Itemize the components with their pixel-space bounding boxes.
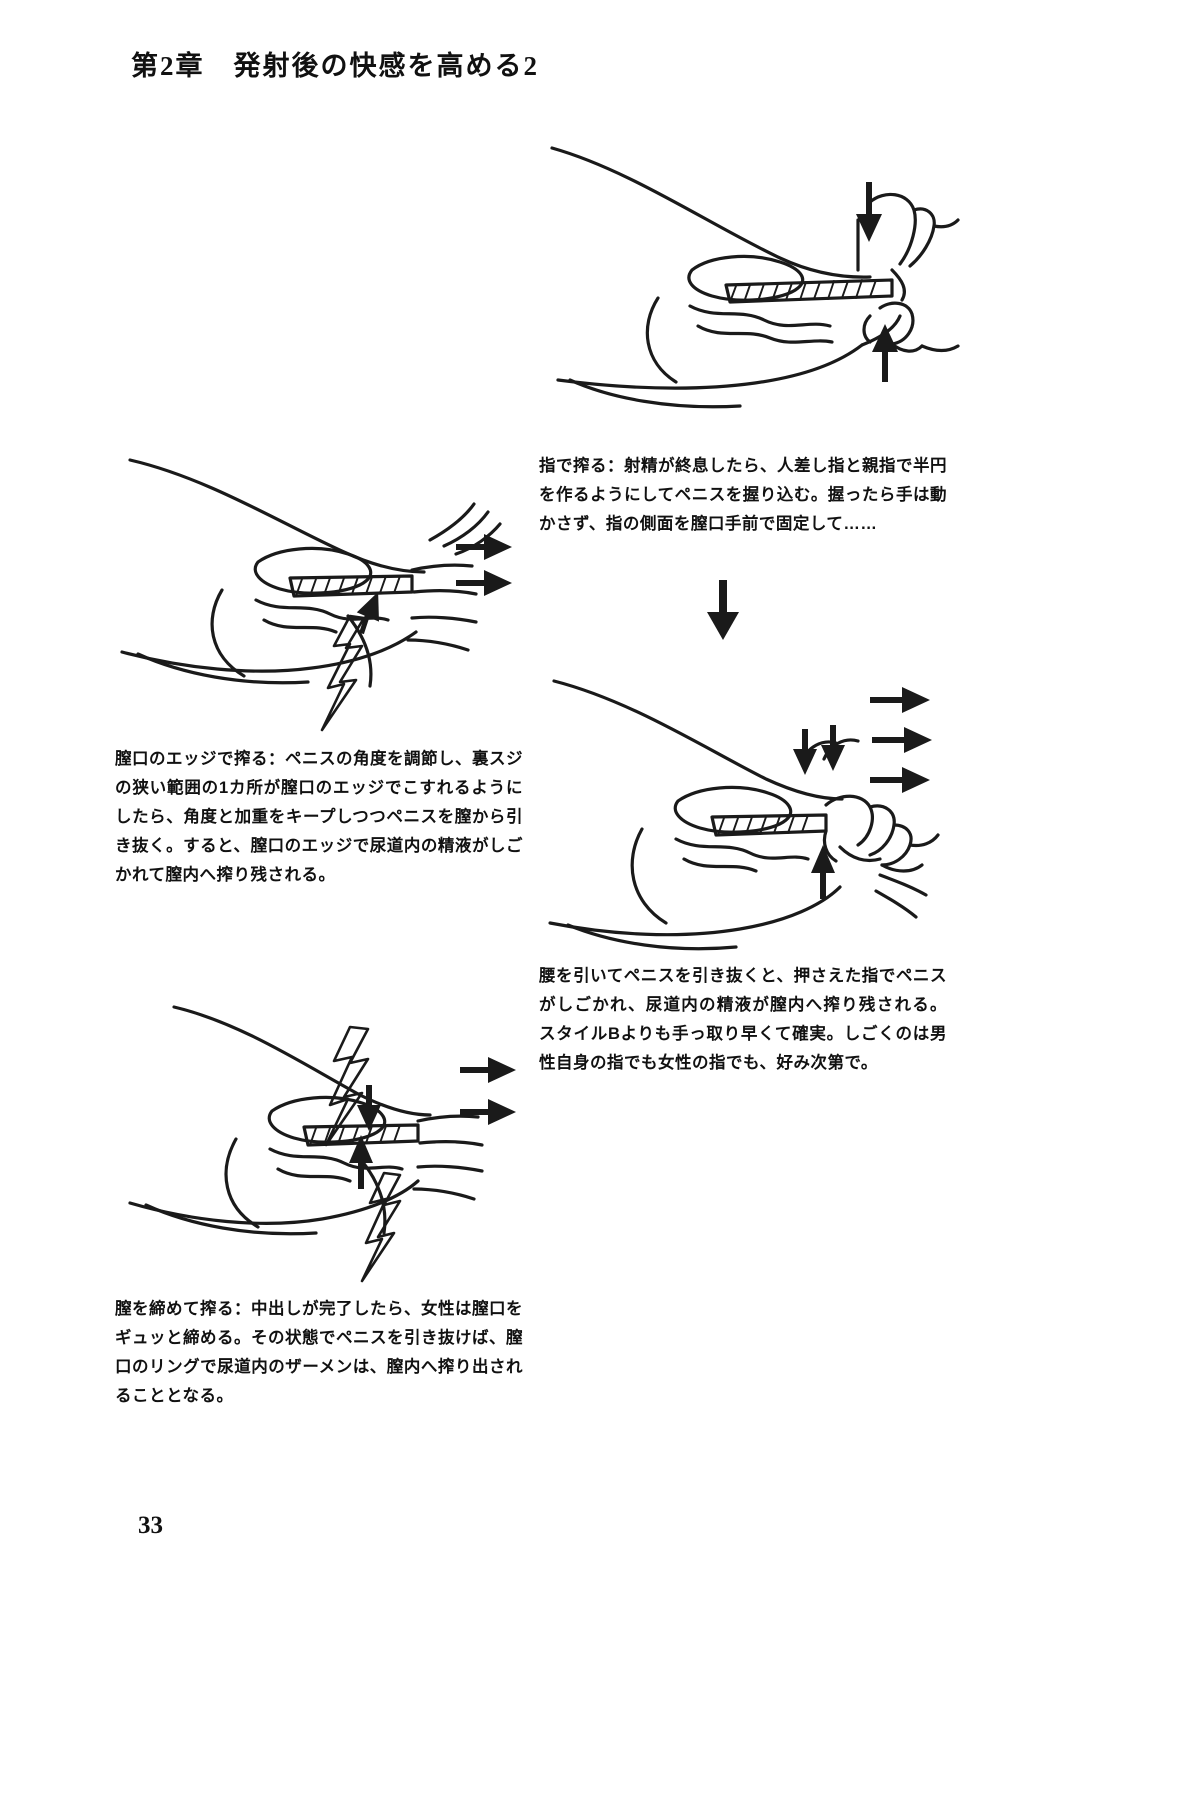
motion-arrow-right-lower	[456, 570, 512, 596]
line-drawing-bottom-left	[128, 1005, 516, 1283]
press-arrow-down-2	[821, 725, 845, 771]
line-drawing-middle-right	[548, 679, 940, 951]
caption-vaginal-edge-squeeze: 膣口のエッジで搾る：ペニスの角度を調節し、裏スジの狭い範囲の1カ所が膣口のエッジ…	[115, 750, 523, 884]
page-number: 33	[138, 1512, 163, 1539]
motion-arrow-right-lower-2	[460, 1099, 516, 1125]
figure-withdraw-with-finger-press	[540, 665, 960, 965]
line-drawing-middle-left	[120, 458, 512, 732]
chapter-header: 第2章 発射後の快感を高める2	[131, 51, 539, 81]
motion-arrow-right-upper	[456, 534, 512, 560]
motion-arrow-right-3	[870, 767, 930, 793]
squeeze-arrow-up	[349, 1135, 373, 1189]
press-arrow-up-small	[356, 591, 379, 635]
caption-finger-squeeze: 指で搾る：射精が終息したら、人差し指と親指で半円を作るようにしてペニスを握り込む…	[539, 457, 947, 533]
motion-arrow-right-2	[872, 727, 932, 753]
press-arrow-down-1	[793, 729, 817, 775]
figure-fingers-grip-penis	[540, 130, 960, 430]
caption-vaginal-tightening: 膣を締めて搾る：中出しが完了したら、女性は膣口をギュッと締める。その状態でペニス…	[115, 1300, 523, 1405]
figure-vaginal-tightening-squeeze	[112, 985, 532, 1285]
line-drawing-top-right	[550, 146, 960, 409]
motion-arrow-right-upper-2	[460, 1057, 516, 1083]
figure-vaginal-edge-squeeze	[112, 440, 532, 740]
press-arrow-up-2	[811, 845, 835, 899]
squeeze-arrow-down	[357, 1085, 381, 1131]
press-arrow-down	[856, 182, 882, 242]
motion-arrow-right-1	[870, 687, 930, 713]
caption-withdraw-finger-press: 腰を引いてペニスを引き抜くと、押さえた指でペニスがしごかれ、尿道内の精液が膣内へ…	[539, 967, 947, 1072]
flow-arrow-down	[700, 580, 746, 642]
press-arrow-up	[872, 324, 898, 382]
